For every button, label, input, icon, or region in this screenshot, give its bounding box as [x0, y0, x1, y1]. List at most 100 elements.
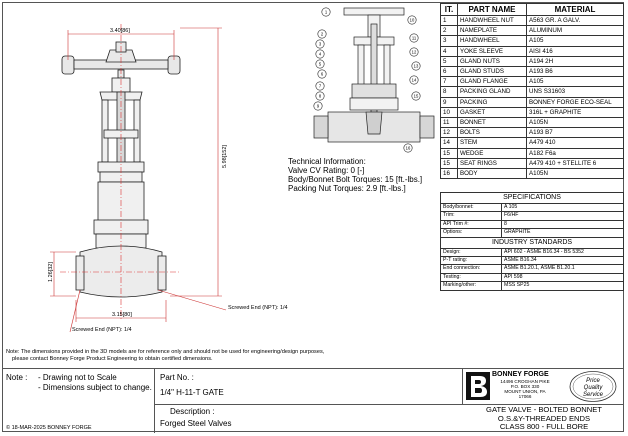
part-material: A479 410 + STELLITE 6 [526, 157, 624, 170]
part-name: YOKE SLEEVE [457, 45, 527, 57]
spec-value: MSS SP25 [501, 281, 624, 291]
bonney-forge-logo-icon [466, 372, 490, 400]
dim-top-width: 3.40[86] [110, 28, 130, 34]
part-item: 15 [440, 157, 458, 170]
part-name: HANDWHEEL [457, 35, 527, 47]
tb-description: Forged Steel Valves [160, 419, 232, 428]
part-name: GLAND STUDS [457, 66, 527, 78]
balloon-6: 6 [321, 72, 324, 77]
balloon-14: 14 [412, 78, 417, 83]
part-name: PACKING GLAND [457, 86, 527, 98]
quality-seal-icon: Price Quality Service [569, 371, 617, 402]
part-item: 14 [440, 137, 458, 149]
spec-label: Body/bonnet: [440, 202, 502, 213]
part-name: GLAND NUTS [457, 55, 527, 68]
part-material: 316L + GRAPHITE [526, 106, 624, 119]
tb-copyright: © 18-MAR-2025 BONNEY FORGE [6, 425, 92, 431]
tech-title: Technical Information: [288, 157, 366, 166]
part-item: 9 [440, 96, 458, 108]
tb-address: 14496 CROGHAN PIKE P.O. BOX 330 MOUNT UN… [496, 379, 554, 399]
balloon-12: 12 [412, 50, 417, 55]
note-line-1: Note: The dimensions provided in the 3D … [6, 349, 325, 355]
valve-front-view: 3.40[86] 5.98[152] 1.26[32] 3.15[80] [48, 24, 228, 333]
part-item: 1 [440, 14, 458, 27]
dim-height: 5.98[152] [222, 145, 228, 168]
part-item: 12 [440, 127, 458, 139]
seal-word-2: Quality [584, 385, 604, 391]
spec-row: End connection:ASME B1.20.1, ASME B1.20.… [440, 264, 624, 274]
tb-product-3: CLASS 800 - FULL BORE [499, 422, 589, 432]
spec-label: Marking/other: [440, 281, 502, 291]
balloon-5: 5 [319, 62, 322, 67]
part-material: A194 2H [526, 55, 624, 68]
tb-note-label: Note : [6, 373, 28, 382]
spec-value: ASME B16.34 [501, 256, 624, 266]
part-name: BODY [457, 168, 527, 180]
specifications-title: SPECIFICATIONS [440, 192, 624, 204]
section-handwheel [343, 7, 405, 16]
tb-part-no-label: Part No. : [160, 373, 194, 382]
spec-row: API Trim #:8 [440, 219, 624, 230]
part-item: 11 [440, 117, 458, 129]
part-material: A105N [526, 117, 624, 129]
part-name: GASKET [457, 106, 527, 119]
sheet-border [2, 2, 624, 432]
part-material: AISI 416 [526, 45, 624, 57]
disclaimer-note: Note: The dimensions provided in the 3D … [6, 349, 324, 363]
col-item: IT. [440, 3, 458, 16]
end-right-label: Screwed End (NPT): 1/4 [228, 305, 288, 311]
spec-label: Design: [440, 247, 502, 258]
spec-value: API 598 [501, 272, 624, 283]
tb-address-1: 14496 CROGHAN PIKE [500, 379, 550, 384]
spec-value: GRAPHITE [501, 228, 624, 238]
col-part-name: PART NAME [457, 3, 527, 16]
tb-part-no: 1/4" H-11-T GATE [160, 388, 224, 397]
part-name: BONNET [457, 117, 527, 129]
part-material: A563 GR. A GALV. [526, 14, 624, 27]
part-item: 7 [440, 76, 458, 88]
spec-value: A 105 [501, 202, 624, 213]
part-material: A193 B6 [526, 66, 624, 78]
technical-info: Technical Information: Valve CV Rating: … [288, 157, 422, 193]
part-name: GLAND FLANGE [457, 76, 527, 88]
dim-body-height: 1.26[32] [48, 262, 54, 282]
balloon-11: 11 [412, 36, 417, 41]
balloon-1: 1 [325, 10, 328, 15]
balloon-15: 15 [414, 94, 419, 99]
tb-address-4: 17066 [518, 394, 532, 399]
spec-row: Body/bonnet:A 105 [440, 202, 624, 213]
balloon-9: 9 [317, 104, 320, 109]
part-material: A479 410 [526, 137, 624, 149]
part-material: ALUMINUM [526, 25, 624, 37]
part-material: A105N [526, 168, 624, 180]
part-material: A105 [526, 76, 624, 88]
part-name: HANDWHEEL NUT [457, 14, 527, 27]
spec-row: Testing:API 598 [440, 272, 624, 283]
tech-bolt-torque: Body/Bonnet Bolt Torques: 15 [ft.-lbs.] [288, 175, 423, 184]
spec-value: 8 [501, 219, 624, 230]
spec-label: P-T rating: [440, 256, 502, 266]
spec-value: API 602 - ASME B16.34 - BS 5352 [501, 247, 624, 258]
dim-bottom-width: 3.15[80] [112, 312, 132, 318]
part-material: BONNEY FORGE ECO-SEAL [526, 96, 624, 108]
tb-product-description: GATE VALVE - BOLTED BONNET O.S.&Y-THREAD… [466, 405, 622, 432]
part-item: 8 [440, 86, 458, 98]
tb-note-2: - Dimensions subject to change. [38, 383, 152, 392]
tb-product-2: O.S.&Y-THREADED ENDS [497, 413, 591, 423]
spec-label: API Trim #: [440, 219, 502, 230]
balloon-3: 3 [319, 42, 322, 47]
tech-nut-torque: Packing Nut Torques: 2.9 [ft.-lbs.] [288, 184, 406, 193]
tb-note-1: - Drawing not to Scale [38, 373, 117, 382]
part-material: A193 B7 [526, 127, 624, 139]
balloon-7: 7 [319, 84, 322, 89]
